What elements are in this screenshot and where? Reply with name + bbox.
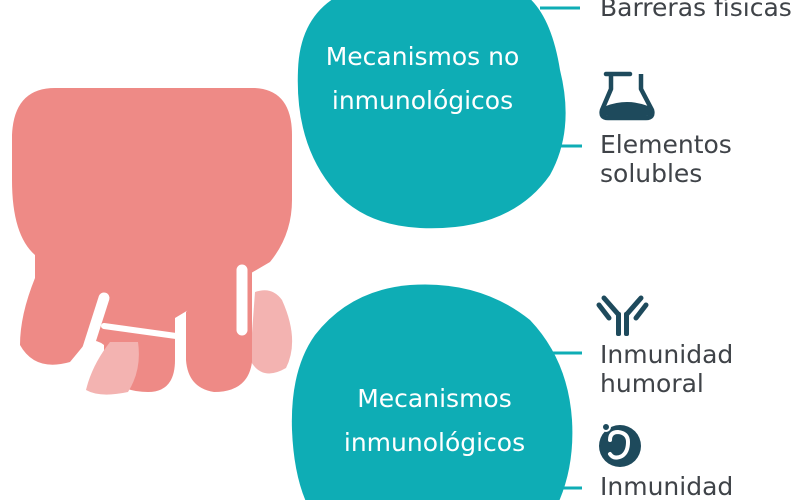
title-line: inmunológicos [343, 428, 526, 457]
title-line: inmunológicos [331, 86, 514, 115]
udder-crease-middle [101, 323, 179, 339]
blob-non-immunological [297, 0, 566, 229]
udder-teat-back-left [86, 342, 139, 395]
label-humoral-immunity: Inmunidad humoral [600, 340, 733, 398]
label-line: solubles [600, 159, 703, 188]
label-line: Inmunidad [600, 340, 734, 369]
label-line: humoral [600, 369, 704, 398]
antibody-icon [596, 295, 649, 336]
macrophage-icon [599, 422, 641, 467]
udder-body [12, 88, 292, 392]
title-non-immunological: Mecanismos no inmunológicos [300, 35, 545, 123]
title-immunological: Mecanismos inmunológicos [312, 377, 557, 465]
label-cellular-immunity: Inmunidad [600, 472, 733, 501]
label-line: Inmunidad [600, 472, 734, 501]
title-line: Mecanismos [357, 384, 512, 413]
flask-icon [599, 71, 655, 121]
udder-illustration [12, 88, 293, 395]
label-soluble-elements: Elementos solubles [600, 130, 732, 188]
label-line: Barreras físicas [600, 0, 792, 22]
udder-teat-front-right [186, 269, 252, 392]
label-line: Elementos [600, 130, 732, 159]
title-line: Mecanismos no [325, 42, 520, 71]
blob-immunological [291, 284, 573, 500]
label-physical-barriers: Barreras físicas [600, 0, 792, 22]
udder-crease-left [82, 292, 110, 354]
udder-teat-back-right [250, 290, 293, 374]
